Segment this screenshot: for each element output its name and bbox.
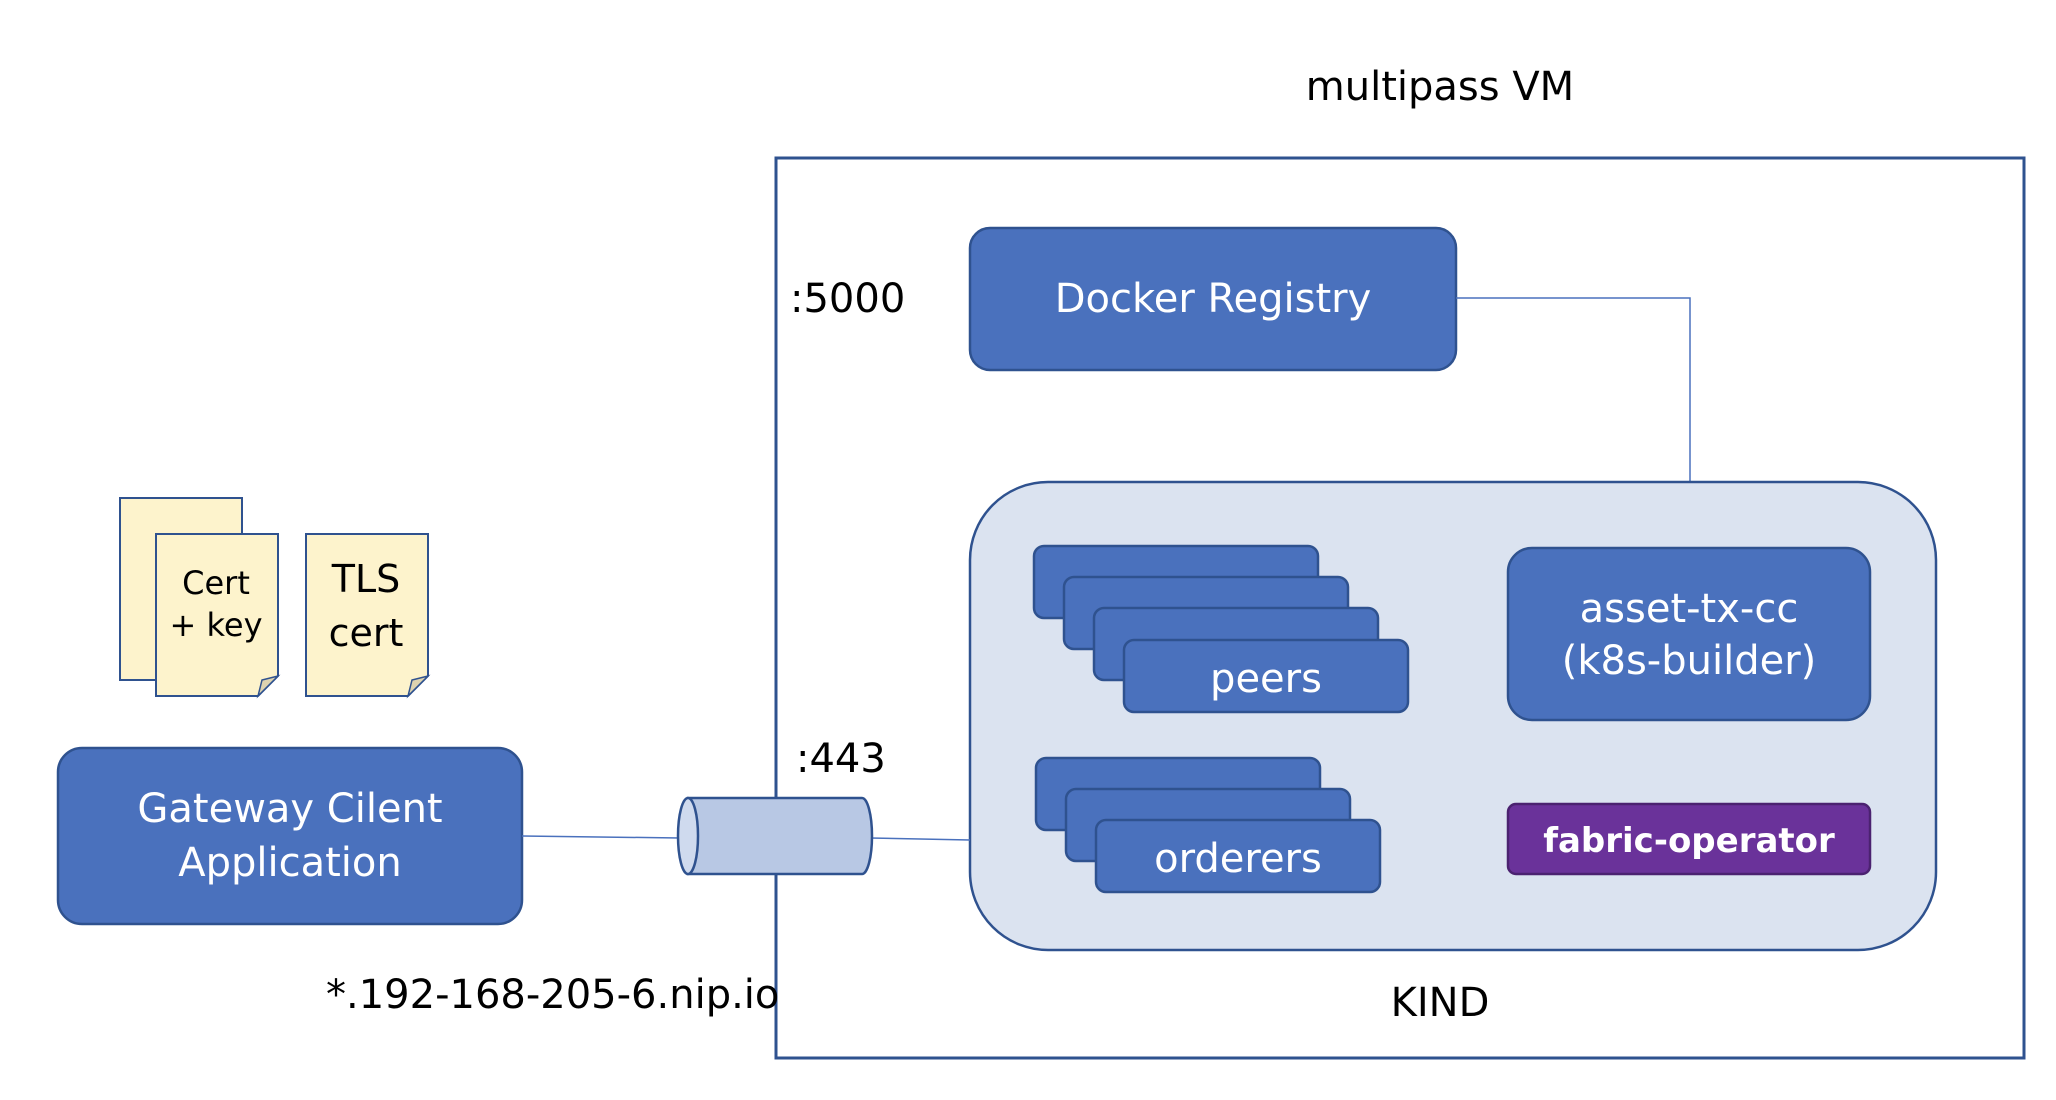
peers-label: peers	[1210, 656, 1322, 702]
gateway-client-line1: Gateway Cilent	[137, 786, 442, 832]
ingress-tunnel	[676, 796, 874, 876]
tls-cert-document: TLS cert	[305, 533, 431, 699]
docker-registry-box: Docker Registry	[968, 226, 1458, 372]
tls-label: TLS	[331, 557, 401, 601]
key-label: + key	[170, 606, 263, 644]
peers-stack: peers	[1032, 544, 1410, 714]
kind-label: KIND	[1391, 980, 1490, 1026]
chaincode-builder-label: (k8s-builder)	[1562, 638, 1817, 684]
tunnel-to-kind-line	[869, 837, 971, 841]
fabric-operator-box: fabric-operator	[1506, 802, 1872, 876]
gateway-client-line2: Application	[178, 840, 402, 886]
cert-label: Cert	[182, 564, 250, 602]
port-443-label: :443	[796, 736, 886, 782]
orderers-label: orderers	[1154, 836, 1322, 882]
gateway-client-box: Gateway Cilent Application	[56, 746, 524, 926]
tls-cert-label: cert	[329, 611, 404, 655]
cert-key-document: Cert + key	[119, 497, 281, 699]
vm-title: multipass VM	[1306, 64, 1574, 110]
orderers-stack: orderers	[1034, 756, 1382, 894]
client-to-tunnel-line	[521, 835, 681, 839]
client-domain-label: *.192-168-205-6.nip.io	[326, 972, 779, 1018]
asset-tx-cc-box: asset-tx-cc (k8s-builder)	[1506, 546, 1872, 722]
docker-registry-label: Docker Registry	[1055, 276, 1372, 322]
chaincode-name-label: asset-tx-cc	[1580, 586, 1799, 632]
vm-boundary	[774, 156, 2026, 1060]
port-5000-label: :5000	[790, 276, 905, 322]
fabric-operator-label: fabric-operator	[1543, 821, 1835, 861]
